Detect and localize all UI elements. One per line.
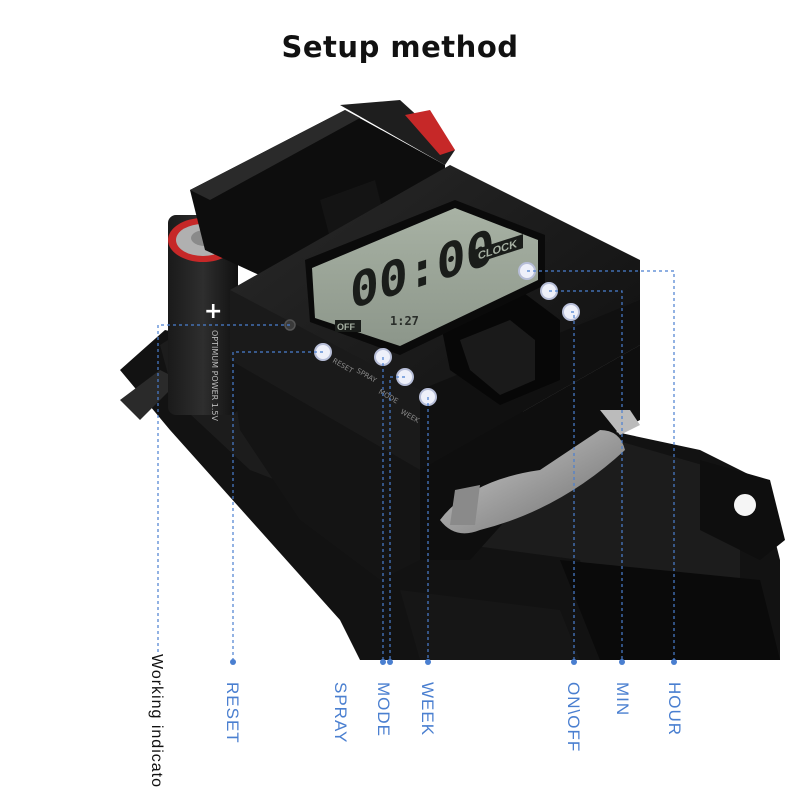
callout-endpoints	[230, 659, 677, 665]
callout-leader-lines	[157, 270, 675, 660]
battery-brand-label: OPTIMUM POWER 1.5V	[210, 330, 219, 421]
lcd-display: 00:00 CLOCK OFF 1:27	[305, 200, 545, 355]
battery-cover	[190, 100, 455, 280]
callout-working-indicator: Working indicato	[148, 654, 165, 788]
page-title: Setup method	[281, 30, 519, 64]
callout-week: WEEK	[418, 682, 437, 737]
spray-clip	[440, 410, 640, 534]
lcd-sub-digits: 1:27	[390, 314, 419, 328]
callout-min: MIN	[613, 682, 632, 717]
lcd-off-tag: OFF	[337, 322, 355, 332]
callout-on-off: ON\OFF	[564, 682, 583, 753]
callout-spray: SPRAY	[331, 682, 350, 744]
callout-mode: MODE	[374, 682, 393, 737]
callout-reset: RESET	[223, 682, 242, 744]
battery-plus-label: +	[204, 299, 222, 324]
callout-hour: HOUR	[665, 682, 684, 737]
